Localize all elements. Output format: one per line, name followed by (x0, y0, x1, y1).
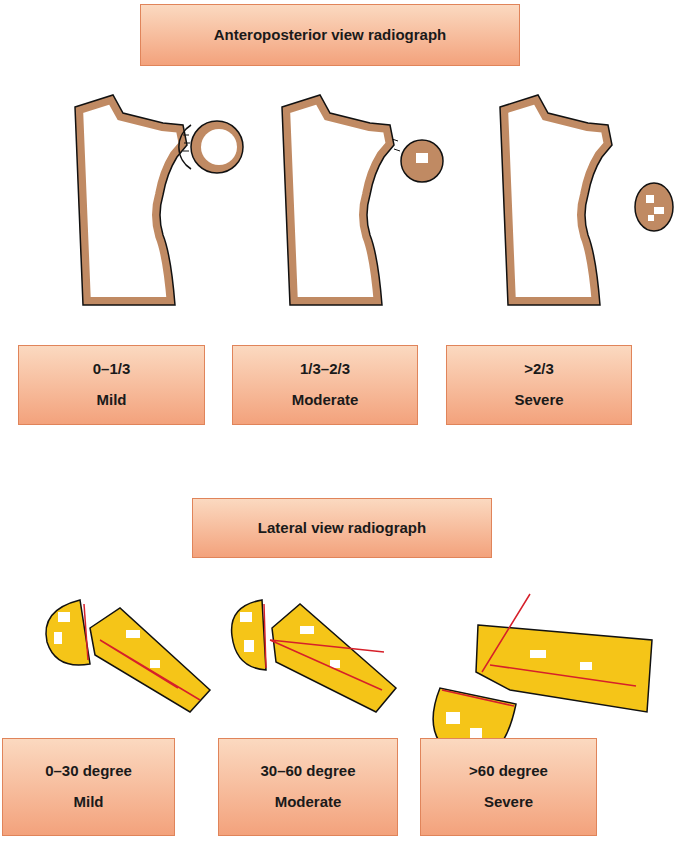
grade-box: 30–60 degreeModerate (218, 738, 398, 836)
grade-label: Mild (68, 793, 110, 812)
box-text: 0–1/3 (87, 360, 137, 379)
grade-label: Severe (508, 391, 569, 410)
grade-box: 0–1/3Mild (18, 345, 205, 425)
grade-label: Mild (91, 391, 133, 410)
view-heading-box: Anteroposterior view radiograph (140, 4, 520, 66)
grade-box: >60 degreeSevere (420, 738, 597, 836)
grade-label: Moderate (286, 391, 365, 410)
box-text: 30–60 degree (254, 762, 361, 781)
box-text: 1/3–2/3 (294, 360, 356, 379)
grade-box: 1/3–2/3Moderate (232, 345, 418, 425)
lateral-femur-severe (433, 594, 652, 760)
box-text: Lateral view radiograph (252, 519, 432, 538)
box-text: 0–30 degree (39, 762, 138, 781)
grade-box: >2/3Severe (446, 345, 632, 425)
ap-femur-severe (500, 95, 673, 305)
grade-box: 0–30 degreeMild (2, 738, 175, 836)
lateral-femur-mild (46, 600, 210, 712)
grade-label: Severe (478, 793, 539, 812)
view-heading-box: Lateral view radiograph (192, 498, 492, 558)
lateral-femur-moderate (232, 600, 396, 712)
ap-femur-moderate (282, 95, 443, 305)
box-text: >60 degree (463, 762, 554, 781)
box-text: Anteroposterior view radiograph (208, 26, 453, 45)
box-text: >2/3 (518, 360, 560, 379)
grade-label: Moderate (269, 793, 348, 812)
ap-femur-mild (75, 95, 243, 305)
